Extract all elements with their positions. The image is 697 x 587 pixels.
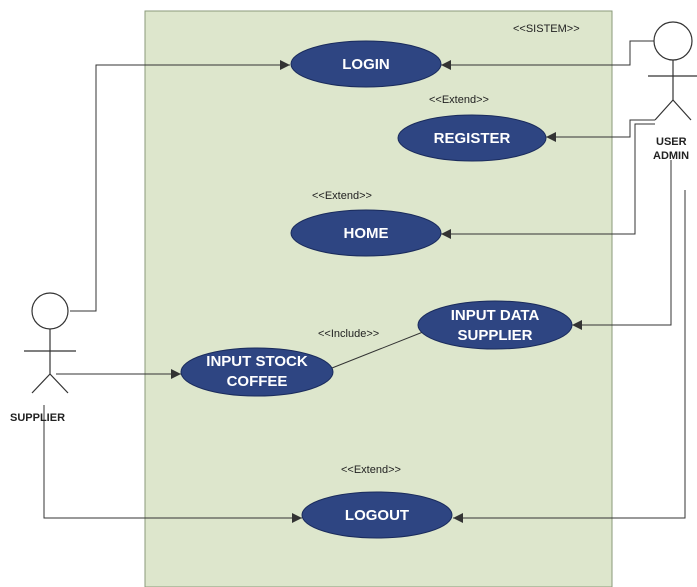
actor-supplier-right-leg — [49, 373, 69, 394]
use-case-login-label: LOGIN — [342, 56, 390, 73]
use-case-logout-label: LOGOUT — [345, 507, 409, 524]
use-case-input-stock-coffee-line2: COFFEE — [227, 373, 288, 390]
actor-user-admin-label-line1: USER — [656, 136, 687, 148]
include-relation-line — [331, 329, 429, 369]
connector-admin-home — [441, 123, 655, 239]
actor-supplier-left-leg — [31, 373, 51, 394]
actor-supplier-head — [31, 292, 69, 330]
use-case-input-data-supplier-line1: INPUT DATA — [451, 307, 540, 324]
use-case-home[interactable]: HOME — [290, 209, 442, 257]
connector-supplier-login — [70, 60, 290, 312]
use-case-register-label: REGISTER — [434, 130, 511, 147]
home-extend-stereotype: <<Extend>> — [312, 190, 372, 202]
use-case-login[interactable]: LOGIN — [290, 40, 442, 88]
actor-supplier-label: SUPPLIER — [10, 412, 65, 424]
use-case-input-stock-coffee-line1: INPUT STOCK — [206, 353, 308, 370]
connector-admin-register — [546, 119, 655, 142]
actor-user-admin-label-line2: ADMIN — [653, 150, 689, 162]
connector-supplier-logout — [43, 405, 302, 523]
connector-admin-logout — [453, 190, 686, 523]
system-boundary — [144, 10, 613, 587]
use-case-input-stock-coffee[interactable]: INPUT STOCK COFFEE — [180, 347, 334, 397]
use-case-logout[interactable]: LOGOUT — [301, 491, 453, 539]
register-extend-stereotype: <<Extend>> — [429, 94, 489, 106]
actor-user-admin[interactable]: USER ADMIN — [648, 21, 697, 162]
use-case-home-label: HOME — [344, 225, 389, 242]
connector-admin-input-data-supplier — [572, 160, 672, 330]
use-case-register[interactable]: REGISTER — [397, 114, 547, 162]
actor-user-admin-left-leg — [654, 99, 674, 121]
system-stereotype: <<SISTEM>> — [513, 23, 580, 35]
logout-extend-stereotype: <<Extend>> — [341, 464, 401, 476]
actor-supplier[interactable]: SUPPLIER — [10, 292, 76, 424]
connector-admin-login — [441, 40, 655, 70]
actor-user-admin-right-leg — [672, 99, 692, 121]
use-case-input-data-supplier[interactable]: INPUT DATA SUPPLIER — [417, 300, 573, 350]
use-case-input-data-supplier-line2: SUPPLIER — [457, 327, 532, 344]
actor-user-admin-head — [653, 21, 693, 61]
include-stereotype: <<Include>> — [318, 328, 379, 340]
